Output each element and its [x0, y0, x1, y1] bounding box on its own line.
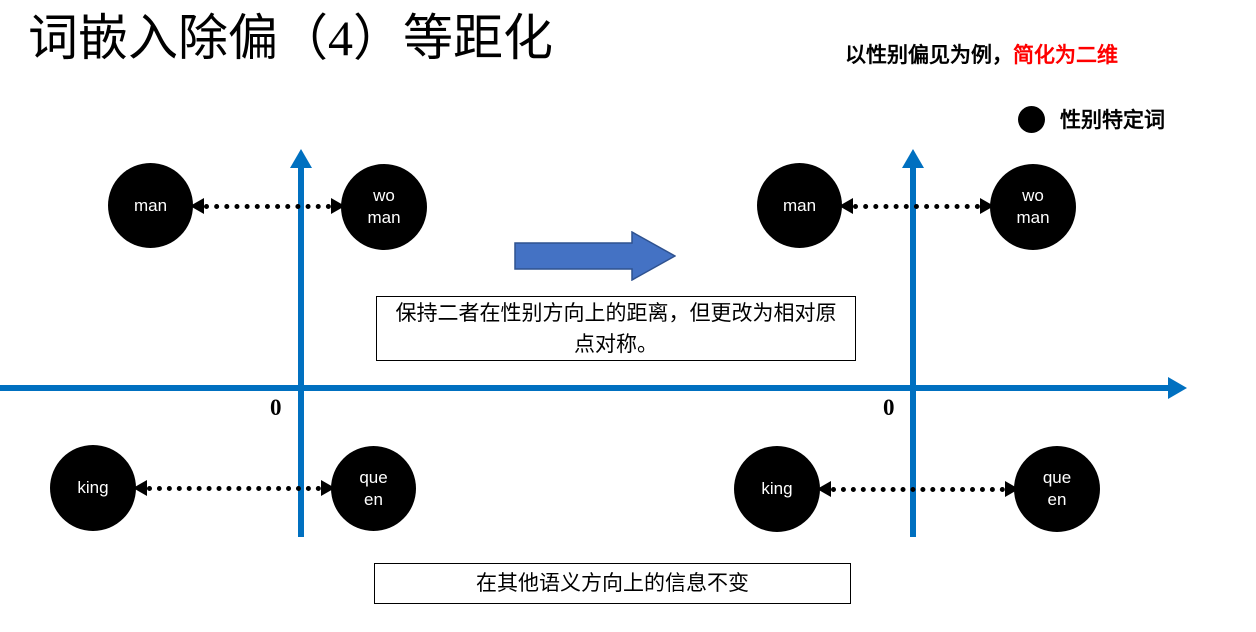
- node-woman-before[interactable]: wo man: [341, 164, 427, 250]
- dotted-line: [853, 203, 980, 209]
- arrowhead-left-icon: [133, 480, 147, 496]
- node-queen-after[interactable]: que en: [1014, 446, 1100, 532]
- callout-bottom: 在其他语义方向上的信息不变: [374, 563, 851, 604]
- node-woman-after[interactable]: wo man: [990, 164, 1076, 250]
- node-king-before[interactable]: king: [50, 445, 136, 531]
- callout-middle: 保持二者在性别方向上的距离，但更改为相对原点对称。: [376, 296, 856, 361]
- origin-label-after: 0: [883, 395, 895, 420]
- arrowhead-left-icon: [817, 481, 831, 497]
- arrowhead-left-icon: [190, 198, 204, 214]
- node-king-after[interactable]: king: [734, 446, 820, 532]
- arrowhead-right-icon: [980, 198, 994, 214]
- transition-arrow-svg: [514, 230, 677, 282]
- dotted-line: [147, 485, 321, 491]
- x-axis-before: [0, 385, 613, 391]
- dotted-line: [204, 203, 331, 209]
- header-note-highlight: 简化为二维: [1013, 43, 1118, 67]
- filled-circle-icon: [1018, 105, 1045, 133]
- dotted-double-arrow-king-queen-after: [817, 481, 1019, 497]
- dotted-double-arrow-man-woman-after: [839, 198, 994, 214]
- transition-arrow-icon: [514, 230, 677, 282]
- arrowhead-right-icon: [1005, 481, 1019, 497]
- y-axis-before: [298, 158, 304, 537]
- arrowhead-right-icon: [321, 480, 335, 496]
- y-axis-arrowhead-before: [290, 149, 312, 168]
- y-axis-arrowhead-after: [902, 149, 924, 168]
- header-note-plain: 以性别偏见为例，: [845, 43, 1013, 67]
- legend-label: 性别特定词: [1060, 108, 1165, 132]
- node-man-after[interactable]: man: [757, 163, 842, 248]
- header-note: 以性别偏见为例，简化为二维: [845, 42, 1118, 68]
- dotted-double-arrow-king-queen-before: [133, 480, 335, 496]
- legend: 性别特定词: [1018, 104, 1165, 134]
- dotted-line: [831, 486, 1005, 492]
- y-axis-after: [910, 158, 916, 537]
- arrowhead-right-icon: [331, 198, 345, 214]
- x-axis-after: [613, 385, 1169, 391]
- dotted-double-arrow-man-woman-before: [190, 198, 345, 214]
- node-queen-before[interactable]: que en: [331, 446, 416, 531]
- page-title: 词嵌入除偏（4）等距化: [28, 10, 553, 66]
- x-axis-arrowhead-after: [1168, 377, 1187, 399]
- node-man-before[interactable]: man: [108, 163, 193, 248]
- arrowhead-left-icon: [839, 198, 853, 214]
- origin-label-before: 0: [270, 395, 282, 420]
